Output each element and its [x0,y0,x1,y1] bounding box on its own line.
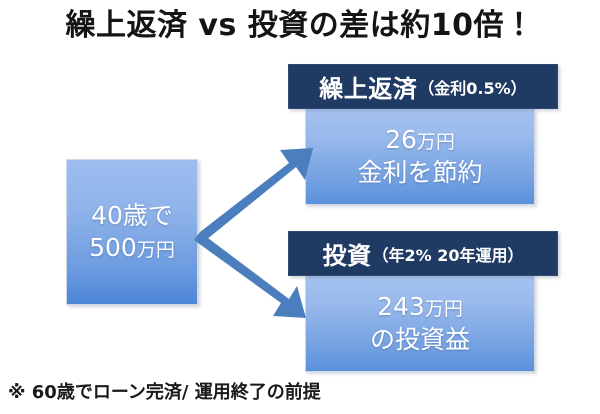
prepayment-amount: 26 [385,125,417,154]
investment-unit: 万円 [424,298,463,320]
group-header-note-label: （金利0.5%） [418,78,527,98]
source-amount-box: 40歳で 500万円 [66,159,198,305]
group-body-prepayment: 26万円 金利を節約 [305,109,535,205]
result-group-prepayment: 繰上返済（金利0.5%） 26万円 金利を節約 [288,64,558,205]
group-header-main-label: 投資 [322,242,372,270]
prepayment-amount-line: 26万円 [385,124,455,157]
group-header-note-label: （年2% 20年運用） [372,245,524,265]
source-amount: 500 [89,233,137,262]
investment-amount-line: 243万円 [377,291,463,324]
page-title: 繰上返済 vs 投資の差は約10倍！ [65,8,535,43]
prepayment-description: 金利を節約 [357,157,483,187]
footnote: ※ 60歳でローン完済/ 運用終了の前提 [8,382,321,403]
result-group-investment: 投資（年2% 20年運用） 243万円 の投資益 [288,231,558,372]
group-header-investment: 投資（年2% 20年運用） [288,231,558,276]
group-header-main-label: 繰上返済 [319,75,418,103]
investment-amount: 243 [377,292,425,321]
group-header-prepayment: 繰上返済（金利0.5%） [288,64,558,109]
prepayment-unit: 万円 [416,131,455,153]
group-body-investment: 243万円 の投資益 [305,276,535,372]
investment-description: の投資益 [369,324,470,354]
source-unit: 万円 [136,239,175,261]
source-line-1: 40歳で [91,201,173,230]
source-line-2: 500万円 [89,232,175,264]
